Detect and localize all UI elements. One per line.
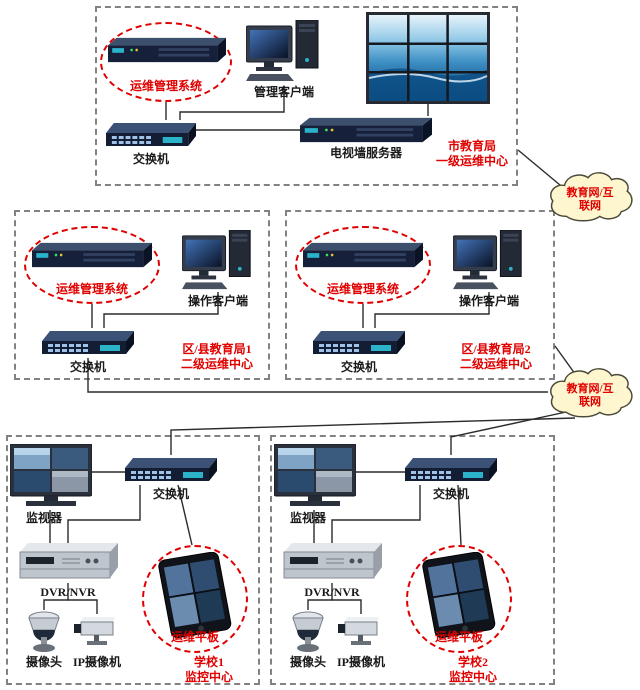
- zone-city-bureau: [95, 6, 518, 186]
- ops-system-ellipse-district2: [295, 226, 431, 304]
- dvr-nvr-icon: [282, 543, 382, 583]
- tv-wall-server-icon: [300, 116, 432, 144]
- city-center-title: 市教育局 一级运维中心: [426, 139, 518, 169]
- zone-school-2: [270, 435, 555, 685]
- dvr-nvr-label: DVR/NVR: [40, 585, 96, 599]
- rack-server-icon: [108, 36, 226, 64]
- zone-district-bureau-2: [285, 210, 555, 380]
- dome-camera-icon: [290, 610, 326, 654]
- switch-icon-district2: [313, 328, 405, 358]
- tablet-label: 运维平板: [170, 630, 219, 644]
- ops-system-label: 运维管理系统: [129, 79, 202, 93]
- dvr-nvr-icon: [18, 543, 118, 583]
- wire: [179, 86, 285, 120]
- tv-wall-server-label: 电视墙服务器: [329, 146, 402, 160]
- tablet-icon: [153, 552, 235, 640]
- cctv-monitor-icon: [274, 444, 356, 510]
- monitor-label: 监视器: [25, 511, 62, 525]
- tablet-label: 运维平板: [434, 630, 483, 644]
- school2-center-title-line1: 学校2: [457, 655, 488, 669]
- wire: [43, 583, 69, 610]
- ops-system-ellipse-city: [100, 22, 232, 102]
- zone-district-bureau-1: [14, 210, 270, 380]
- ip-camera-label: IP摄像机: [72, 655, 121, 669]
- rack-server-icon: [303, 241, 423, 269]
- wire: [332, 599, 362, 614]
- wire: [374, 292, 490, 328]
- wire: [517, 149, 567, 191]
- city-center-title-line1: 市教育局: [447, 139, 496, 153]
- dome-camera-icon: [26, 610, 62, 654]
- switch-label-city: 交换机: [132, 152, 169, 166]
- operation-client-label: 操作客户端: [458, 294, 519, 308]
- operation-client-label: 操作客户端: [187, 294, 248, 308]
- switch-label-school1: 交换机: [152, 487, 189, 501]
- district1-center-title-line2: 二级运维中心: [180, 357, 253, 371]
- management-client-label: 管理客户端: [253, 85, 314, 99]
- switch-label-district1: 交换机: [69, 360, 106, 374]
- tablet-icon: [417, 552, 499, 640]
- dome-camera-label: 摄像头: [25, 655, 62, 669]
- district2-center-title-line2: 二级运维中心: [459, 357, 532, 371]
- wire: [331, 485, 421, 543]
- cloud1-label-line1: 教育网/互: [566, 187, 614, 199]
- video-wall-icon: [366, 12, 490, 104]
- tablet-ellipse-school2: [406, 545, 512, 653]
- switch-icon-school2: [405, 455, 497, 485]
- ops-system-label: 运维管理系统: [55, 282, 128, 296]
- tablet-ellipse-school1: [142, 545, 248, 653]
- cctv-monitor-icon: [10, 444, 92, 510]
- wire: [170, 417, 576, 455]
- wire: [457, 484, 462, 546]
- desktop-computer-icon: [182, 230, 254, 292]
- switch-icon-district1: [42, 328, 134, 358]
- ip-camera-label: IP摄像机: [336, 655, 385, 669]
- ip-camera-icon: [338, 614, 384, 648]
- cloud1-label: 教育网/互 联网: [543, 187, 637, 213]
- dome-camera-label: 摄像头: [289, 655, 326, 669]
- city-center-title-line2: 一级运维中心: [435, 154, 508, 168]
- monitor-label: 监视器: [289, 511, 326, 525]
- district1-center-title: 区/县教育局1 二级运维中心: [166, 342, 268, 372]
- switch-label-district2: 交换机: [340, 360, 377, 374]
- desktop-computer-icon: [246, 20, 322, 84]
- district1-center-title-line1: 区/县教育局1: [182, 342, 252, 356]
- switch-icon-school1: [125, 455, 217, 485]
- district2-center-title-line1: 区/县教育局2: [461, 342, 531, 356]
- zone-school-1: [6, 435, 260, 685]
- wire: [67, 485, 141, 543]
- cloud1-label-line2: 联网: [579, 200, 601, 212]
- ip-camera-icon: [74, 614, 120, 648]
- ops-system-label: 运维管理系统: [326, 282, 399, 296]
- school2-center-title-line2: 监控中心: [448, 670, 497, 684]
- school2-center-title: 学校2 监控中心: [432, 655, 514, 685]
- cloud2-label-line2: 联网: [579, 396, 601, 408]
- school1-center-title-line1: 学校1: [193, 655, 224, 669]
- ops-system-ellipse-district1: [24, 226, 160, 304]
- switch-label-school2: 交换机: [432, 487, 469, 501]
- dvr-nvr-label: DVR/NVR: [304, 585, 360, 599]
- wire: [450, 411, 567, 455]
- wire: [68, 599, 98, 614]
- switch-icon-city: [106, 120, 196, 150]
- wire: [87, 358, 548, 393]
- wire: [103, 292, 219, 328]
- wire: [307, 583, 333, 610]
- cloud2-label-line1: 教育网/互: [566, 383, 614, 395]
- school1-center-title: 学校1 监控中心: [168, 655, 250, 685]
- school1-center-title-line2: 监控中心: [184, 670, 233, 684]
- cloud2-label: 教育网/互 联网: [543, 383, 637, 409]
- district2-center-title: 区/县教育局2 二级运维中心: [443, 342, 549, 372]
- desktop-computer-icon: [453, 230, 525, 292]
- rack-server-icon: [32, 241, 152, 269]
- wire: [177, 484, 193, 546]
